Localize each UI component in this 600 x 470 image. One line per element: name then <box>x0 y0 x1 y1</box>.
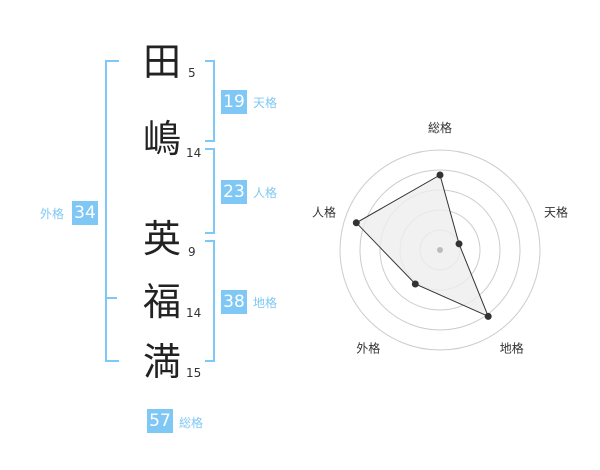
tenkaku-value: 19 <box>221 90 247 114</box>
chikaku-value: 38 <box>221 290 247 314</box>
gaikaku-label: 外格 <box>40 207 65 221</box>
jinkaku-value: 23 <box>221 180 247 204</box>
soukaku-label: 総格 <box>179 416 204 430</box>
stroke-count: 9 <box>188 245 196 259</box>
radar-axis-label: 外格 <box>356 341 380 356</box>
name-character: 田 <box>142 40 181 84</box>
radar-point <box>484 312 492 320</box>
soukaku-value: 57 <box>147 409 173 433</box>
radar-point <box>411 280 419 288</box>
name-character: 嶋 <box>142 117 181 161</box>
chikaku-bracket <box>205 240 215 362</box>
radar-points <box>352 171 492 320</box>
radar-axis-label: 総格 <box>428 120 452 135</box>
jinkaku-label: 人格 <box>253 186 278 200</box>
tenkaku-label: 天格 <box>253 96 278 110</box>
tenkaku-bracket <box>205 60 215 142</box>
radar-polygon <box>355 174 490 318</box>
radar-center <box>437 247 443 253</box>
radar-axis-label: 地格 <box>500 341 524 356</box>
gaikaku-value: 34 <box>72 201 98 225</box>
radar-point <box>352 219 360 227</box>
radar-axis-label: 人格 <box>312 204 336 219</box>
stroke-count: 14 <box>186 306 202 320</box>
radar-point <box>455 240 463 248</box>
gaikaku-bracket <box>105 60 119 362</box>
name-character: 英 <box>142 217 181 261</box>
jinkaku-bracket <box>205 148 215 234</box>
stroke-count: 15 <box>186 366 202 380</box>
radar-axis-label: 天格 <box>544 204 568 219</box>
radar-ring <box>339 149 541 351</box>
name-character: 福 <box>142 280 181 324</box>
name-character: 満 <box>142 340 181 384</box>
stroke-count: 5 <box>188 66 196 80</box>
radar-point <box>436 171 444 179</box>
name-breakdown: 田 5 嶋 14 英 9 福 14 満 15 19 天格 23 人格 38 地格… <box>40 40 278 433</box>
gaikaku-bracket-tick <box>105 297 117 299</box>
stroke-count: 14 <box>186 146 202 160</box>
chikaku-label: 地格 <box>253 296 278 310</box>
radar-ring <box>359 169 521 331</box>
